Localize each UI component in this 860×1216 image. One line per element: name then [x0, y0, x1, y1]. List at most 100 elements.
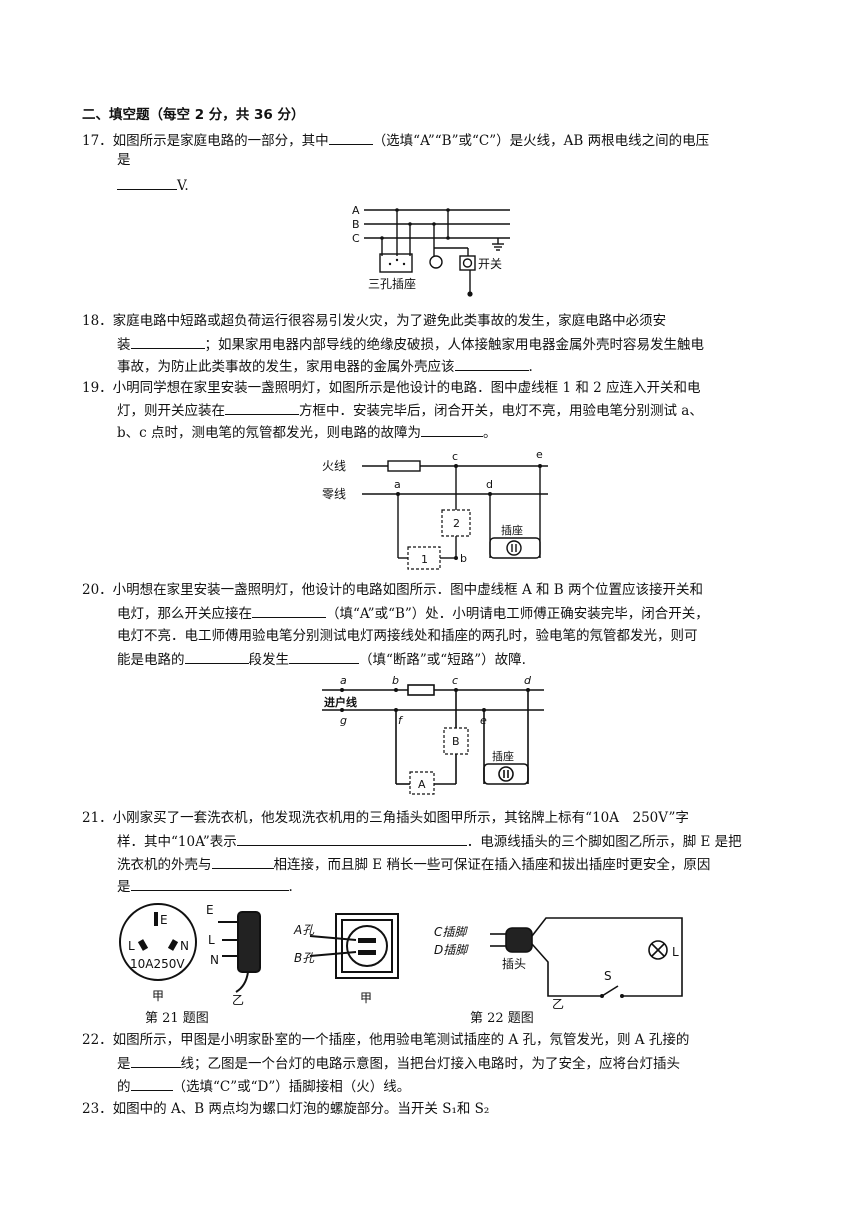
box-a-label: A: [418, 778, 426, 791]
q20-text: 段发生: [248, 652, 290, 668]
q22-socket-figure: A孔 B孔 甲: [293, 913, 399, 1005]
answer-blank[interactable]: [117, 175, 177, 190]
figure-21-caption: 第 21 题图: [145, 1011, 209, 1026]
pin-c-label: C插脚: [434, 925, 468, 939]
q18-line-1: 18．家庭电路中短路或超负荷运行很容易引发火灾，为了避免此类事故的发生，家庭电路…: [82, 313, 667, 329]
plug-body: [237, 911, 261, 973]
q21-text: 相连接，而且脚 E 稍长一些可保证在插入插座和拔出插座时更安全，原因: [273, 857, 711, 873]
q21-plug-figure: E L N 10A250V E L N 甲 乙: [119, 903, 261, 1007]
plug-label: 插头: [502, 957, 526, 971]
plug-face: [119, 903, 197, 981]
q21-text: 样．其中“10A”表示: [117, 834, 237, 850]
socket-label: 插座: [492, 749, 514, 763]
side-l-label: L: [208, 933, 215, 947]
point-g: g: [340, 714, 347, 727]
q23-line-1: 23．如图中的 A、B 两点均为螺口灯泡的螺旋部分。当开关 S₁和 S₂: [82, 1101, 490, 1117]
answer-blank[interactable]: [252, 603, 326, 618]
answer-blank[interactable]: [454, 356, 529, 371]
answer-blank[interactable]: [184, 649, 249, 664]
answer-blank[interactable]: [130, 1076, 173, 1091]
fig-jia-label: 甲: [152, 989, 164, 1003]
inlet-label: 进户线: [324, 695, 357, 709]
box-2-label: 2: [453, 517, 460, 530]
q20-line-3: 电灯不亮．电工师傅用验电笔分别测试电灯两接线处和插座的两孔时，验电笔的氖管都发光…: [117, 628, 698, 644]
switch-s: [601, 985, 619, 997]
q21-line-3: 洗衣机的外壳与 相连接，而且脚 E 稍长一些可保证在插入插座和拔出插座时更安全，原…: [117, 854, 710, 875]
box-b-label: B: [452, 735, 460, 748]
q19-line-1: 19．小明同学想在家里安装一盏照明灯，如图所示是他设计的电路．图中虚线框 1 和…: [82, 380, 701, 396]
q20-text: （填“A”或“B”）处．小明请电工师傅正确安装完毕，闭合开关，: [326, 606, 709, 622]
q17-text: V.: [177, 178, 189, 194]
point-c: c: [452, 450, 458, 463]
side-n-label: N: [210, 953, 219, 967]
label-c: C: [352, 232, 360, 245]
q22-line-3: 的（选填“C”或“D”）插脚接相（火）线。: [117, 1076, 410, 1097]
q21-text: 洗衣机的外壳与: [117, 857, 212, 873]
point-f: f: [398, 714, 404, 727]
side-e-label: E: [206, 903, 214, 917]
socket-plate: [335, 913, 399, 979]
point-d: d: [524, 674, 532, 687]
q19-line-3: b、c 点时，测电笔的氖管都发光，则电路的故障为。: [117, 422, 497, 443]
q19-text: 方框中．安装完毕后，闭合开关，电灯不亮，用验电笔分别测试 a、: [299, 403, 703, 419]
answer-blank[interactable]: [130, 876, 289, 891]
q20-circuit-figure: a b c d g f e 进户线 A B 插座: [322, 674, 544, 795]
socket-icon: [506, 540, 522, 556]
q19-circuit-figure: 火线 零线 a b c d e 1 2 插座: [322, 448, 548, 570]
q18-text: ；如果家用电器内部导线的绝缘皮破损，人体接触家用电器金属外壳时容易发生触电: [204, 337, 705, 353]
section-title: 二、填空题（每空 2 分，共 36 分）: [82, 107, 305, 123]
q20-line-2: 电灯，那么开关应接在（填“A”或“B”）处．小明请电工师傅正确安装完毕，闭合开关…: [117, 603, 709, 624]
box-1-label: 1: [421, 553, 428, 566]
q22-text: 是: [117, 1056, 131, 1072]
answer-blank[interactable]: [130, 334, 205, 349]
q18-text: 装: [117, 337, 131, 353]
q19-line-2: 灯，则开关应装在方框中．安装完毕后，闭合开关，电灯不亮，用验电笔分别测试 a、: [117, 400, 703, 421]
hole-b-label: B孔: [294, 951, 315, 965]
q21-text: ．电源线插头的三个脚如图乙所示，脚 E 是把: [466, 834, 742, 850]
answer-blank[interactable]: [236, 831, 467, 846]
fig-yi-label: 乙: [232, 993, 244, 1007]
q22-line-1: 22．如图所示，甲图是小明家卧室的一个插座，他用验电笔测试插座的 A 孔，氖管发…: [82, 1032, 690, 1048]
answer-blank[interactable]: [130, 1053, 181, 1068]
q20-text: 能是电路的: [117, 652, 185, 668]
q17-circuit-figure: A B C 三孔插座 开关: [352, 204, 510, 297]
q21-line-4: 是.: [117, 876, 293, 897]
point-b: b: [392, 674, 399, 687]
fuse: [407, 684, 435, 696]
q20-text: （填“断路”或“短路”）故障.: [359, 652, 526, 668]
q22-text: 线；乙图是一个台灯的电路示意图，当把台灯接入电路时，为了安全，应将台灯插头: [180, 1056, 681, 1072]
fig-yi-label: 乙: [552, 997, 564, 1011]
label-b: B: [352, 218, 360, 231]
three-hole-socket: [379, 253, 413, 273]
q17-line-2: 是: [117, 152, 131, 168]
q20-line-1: 20．小明想在家里安装一盏照明灯，他设计的电路如图所示．图中虚线框 A 和 B …: [82, 582, 704, 598]
q17-text: （选填“A”“B”或“C”）是火线，AB 两根电线之间的电压: [372, 133, 710, 149]
answer-blank[interactable]: [225, 400, 299, 415]
point-e: e: [536, 448, 543, 461]
bulb-icon: [429, 255, 443, 269]
plug-icon: [505, 927, 533, 953]
pin-d-label: D插脚: [434, 943, 469, 957]
pin-n-label: N: [180, 939, 189, 953]
switch-label: 开关: [478, 257, 502, 271]
answer-blank[interactable]: [421, 422, 483, 437]
q19-text: 。: [483, 425, 497, 441]
q17-line-3: V.: [117, 175, 189, 196]
answer-blank[interactable]: [289, 649, 359, 664]
q22-lamp-circuit-figure: C插脚 D插脚 插头 S L 乙: [434, 917, 683, 1011]
dashed-box-a: [409, 771, 435, 795]
switch-label: S: [604, 969, 612, 983]
q22-text: （选填“C”或“D”）插脚接相（火）线。: [172, 1079, 411, 1095]
point-a: a: [394, 478, 401, 491]
pin-e-label: E: [160, 913, 168, 927]
q18-line-3: 事故，为防止此类事故的发生，家用电器的金属外壳应该.: [117, 356, 533, 377]
answer-blank[interactable]: [211, 854, 274, 869]
q18-line-2: 装 ；如果家用电器内部导线的绝缘皮破损，人体接触家用电器金属外壳时容易发生触电: [117, 334, 704, 355]
hole-a-label: A孔: [293, 923, 315, 937]
switch-box: [459, 255, 476, 271]
rating-label: 10A250V: [130, 957, 185, 971]
answer-blank[interactable]: [328, 130, 373, 145]
socket-label: 三孔插座: [368, 276, 416, 291]
fuse: [387, 460, 421, 472]
label-a: A: [352, 204, 360, 217]
